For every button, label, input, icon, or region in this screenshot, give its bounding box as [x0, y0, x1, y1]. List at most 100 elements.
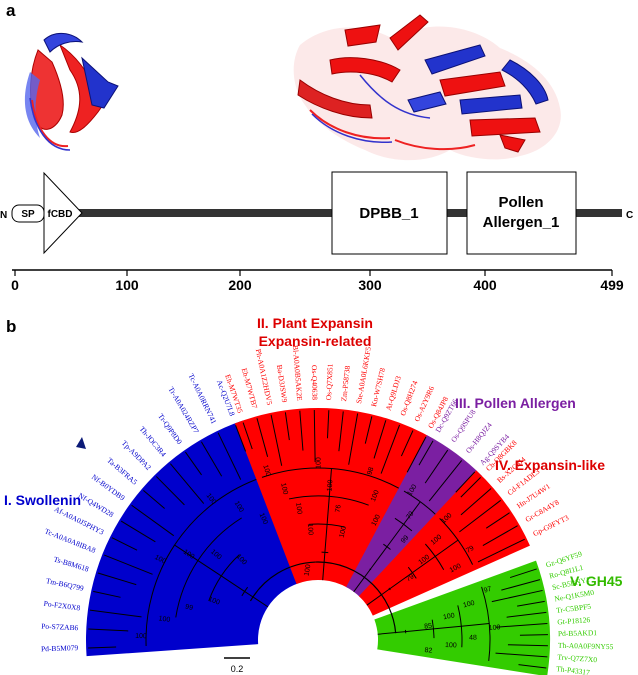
- tree-branch: [364, 416, 373, 444]
- tree-branch: [220, 575, 245, 592]
- clade-wedge: [358, 470, 530, 616]
- tree-branch: [200, 441, 223, 477]
- tree-branch: [372, 584, 397, 634]
- tree-leaf-label: Ste-A0A0L6KKF5: [354, 346, 373, 404]
- tree-branch: [460, 477, 481, 498]
- tree-branch: [518, 664, 547, 669]
- tree-branch: [400, 430, 414, 457]
- tree-branch: [459, 499, 502, 533]
- clade-plant-label-line2: Expansin-related: [259, 333, 372, 349]
- tree-leaf-label: Ba-D3JSW9: [275, 364, 289, 403]
- tree-branch: [315, 561, 374, 586]
- tree-branch: [120, 520, 156, 543]
- pollen-allergen-box: [466, 171, 577, 255]
- tree-leaf-label: Tc-A0A0A8IBA8: [43, 527, 97, 555]
- tree-branch: [482, 525, 518, 547]
- tree-branch: [256, 418, 269, 457]
- tree-branch: [185, 451, 202, 476]
- tree-branch: [406, 436, 427, 473]
- catalytic-structure: [293, 14, 561, 161]
- tree-branch: [477, 538, 525, 563]
- tree-branch: [97, 572, 137, 586]
- tree-branch: [389, 572, 413, 590]
- tree-branch: [143, 489, 165, 509]
- root-bootstrap-value: 100: [304, 564, 313, 577]
- axis-tick-label: 499: [600, 277, 624, 293]
- signal-peptide-label: SP: [21, 209, 35, 220]
- clade-wedge: [346, 435, 483, 598]
- tree-branch: [328, 468, 332, 497]
- tree-branch: [495, 652, 548, 658]
- scale-bar-label: 0.2: [231, 664, 244, 674]
- clade-wedge: [86, 420, 299, 657]
- bootstrap-value: 79: [465, 545, 475, 555]
- tree-branch: [244, 591, 269, 608]
- tree-branch: [235, 425, 247, 452]
- tree-leaf-label: Nf-B0YDB9: [90, 472, 127, 502]
- fcbd-label: fCBD: [48, 209, 73, 220]
- bootstrap-value: 100: [306, 523, 314, 535]
- tree-branch: [377, 631, 406, 635]
- clade-swollenin-label: I. Swollenin: [4, 492, 81, 508]
- tree-branch: [88, 628, 129, 632]
- tree-leaf-label: Gt-P18126: [557, 615, 591, 626]
- tree-branch: [386, 523, 405, 548]
- tree-branch: [369, 546, 388, 570]
- tree-leaf-label: Pd-B5M079: [41, 643, 79, 653]
- bootstrap-value: 100: [462, 600, 475, 610]
- bootstrap-value: 100: [135, 633, 147, 640]
- bootstrap-value: 100: [443, 612, 456, 621]
- axis-tick-label: 100: [115, 277, 139, 293]
- n-terminus-label: N: [0, 210, 7, 221]
- tree-leaf-label: Th-P43317: [556, 664, 591, 675]
- tree-branch: [89, 609, 142, 618]
- tree-leaf-label: Nf-Q4WD28: [77, 491, 116, 519]
- tree-branch: [509, 568, 537, 579]
- tree-branch: [388, 587, 391, 591]
- tree-branch: [433, 625, 462, 630]
- bootstrap-value: 98: [367, 466, 376, 476]
- tree-branch: [485, 512, 510, 529]
- tree-branch: [434, 539, 459, 557]
- bootstrap-value: 100: [339, 525, 348, 538]
- clade-pollen-label: III. Pollen Allergen: [455, 395, 576, 411]
- tree-leaf-label: Zm-P58738: [339, 365, 352, 402]
- tree-branch: [197, 560, 222, 577]
- tree-leaf-label: Kn-W7SH78: [369, 367, 387, 408]
- tree-leaf-label: Tr-C5BPF5: [556, 602, 592, 615]
- tree-branch: [338, 411, 344, 452]
- bootstrap-value: 100: [370, 489, 381, 503]
- tree-leaf-label: Bl-A0A0B5AK2E: [291, 345, 304, 402]
- tree-branch: [131, 504, 175, 537]
- tree-branch: [270, 414, 283, 466]
- tree-branch: [326, 410, 330, 439]
- bootstrap-value: 100: [327, 479, 335, 491]
- tree-branch: [313, 410, 316, 463]
- tree-branch: [242, 422, 253, 450]
- tree-branch: [460, 488, 492, 516]
- dpbb-label: DPBB_1: [359, 205, 418, 222]
- tree-branch: [380, 424, 401, 474]
- marker-triangle: [76, 437, 86, 449]
- pollen-label-line1: Pollen: [498, 194, 543, 211]
- tree-branch: [418, 440, 434, 466]
- tree-branch: [501, 579, 541, 591]
- bootstrap-value: 100: [207, 596, 220, 607]
- axis-tick-label: 400: [473, 277, 497, 293]
- tree-branch: [299, 410, 304, 451]
- tree-leaf-label: Ts-B8M618: [53, 555, 90, 574]
- tree-branch: [506, 611, 547, 618]
- tree-branch: [517, 600, 545, 607]
- tree-branch: [373, 420, 387, 459]
- tree-branch: [394, 517, 413, 532]
- clade-wedge: [234, 408, 434, 589]
- tree-branch: [428, 460, 463, 502]
- bootstrap-value: 100: [316, 457, 323, 469]
- clade-expansin-like-label: IV. Expansin-like: [495, 457, 605, 473]
- bootstrap-value: 100: [258, 512, 269, 526]
- fcbd-structure: [24, 33, 119, 151]
- tree-branch: [169, 463, 205, 504]
- tree-branch: [353, 568, 371, 593]
- bootstrap-value: 100: [158, 615, 171, 624]
